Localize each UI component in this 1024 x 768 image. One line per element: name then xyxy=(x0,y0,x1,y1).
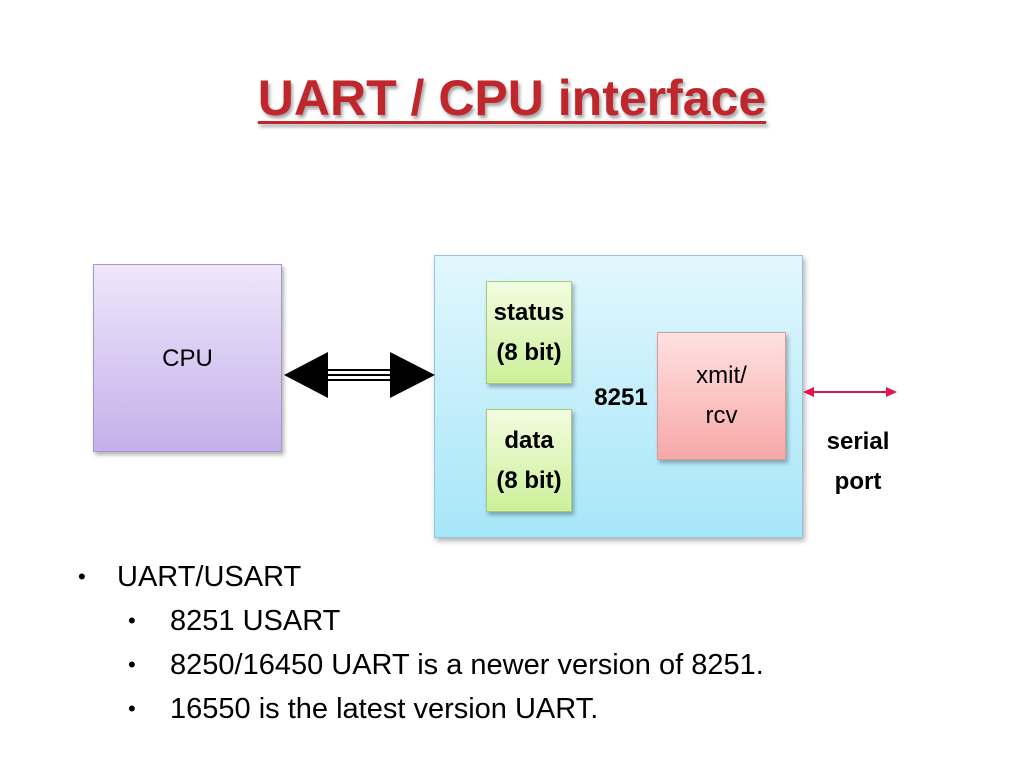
bullet-dot-icon: • xyxy=(128,696,136,721)
data-register-name: data xyxy=(504,426,554,454)
serial-port-arrow xyxy=(803,387,897,397)
serial-port-label: serial port xyxy=(806,422,910,502)
cpu-uart-bus-arrow xyxy=(284,352,435,398)
bullet-dot-icon: • xyxy=(78,564,86,589)
bullet-text: 8250/16450 UART is a newer version of 82… xyxy=(170,649,764,681)
status-register-block: status (8 bit) xyxy=(486,281,572,384)
data-register-width: (8 bit) xyxy=(496,466,562,494)
data-register-block: data (8 bit) xyxy=(486,409,572,512)
serial-label-line1: serial xyxy=(826,428,890,455)
rcv-label: rcv xyxy=(705,402,738,429)
bullet-item: • 8250/16450 UART is a newer version of … xyxy=(78,643,978,687)
chip-label-8251: 8251 xyxy=(594,384,648,411)
bullet-text: 16550 is the latest version UART. xyxy=(170,693,599,725)
bullet-item: • 16550 is the latest version UART. xyxy=(78,687,978,731)
page-title: UART / CPU interface xyxy=(257,70,767,126)
bullet-dot-icon: • xyxy=(128,608,136,633)
xmit-label: xmit/ xyxy=(696,362,747,389)
bullet-text: UART/USART xyxy=(117,561,302,593)
status-register-name: status xyxy=(493,298,565,326)
status-register-width: (8 bit) xyxy=(496,338,562,366)
serial-label-line2: port xyxy=(834,468,882,495)
bullet-dot-icon: • xyxy=(128,652,136,677)
bullet-text: 8251 USART xyxy=(170,605,341,637)
cpu-block: CPU xyxy=(93,264,282,452)
cpu-label: CPU xyxy=(162,345,213,372)
bullet-list: • UART/USART • 8251 USART • 8250/16450 U… xyxy=(78,555,978,731)
xmit-rcv-block: xmit/ rcv xyxy=(657,332,786,460)
bullet-item: • 8251 USART xyxy=(78,599,978,643)
bullet-item: • UART/USART xyxy=(78,555,978,599)
